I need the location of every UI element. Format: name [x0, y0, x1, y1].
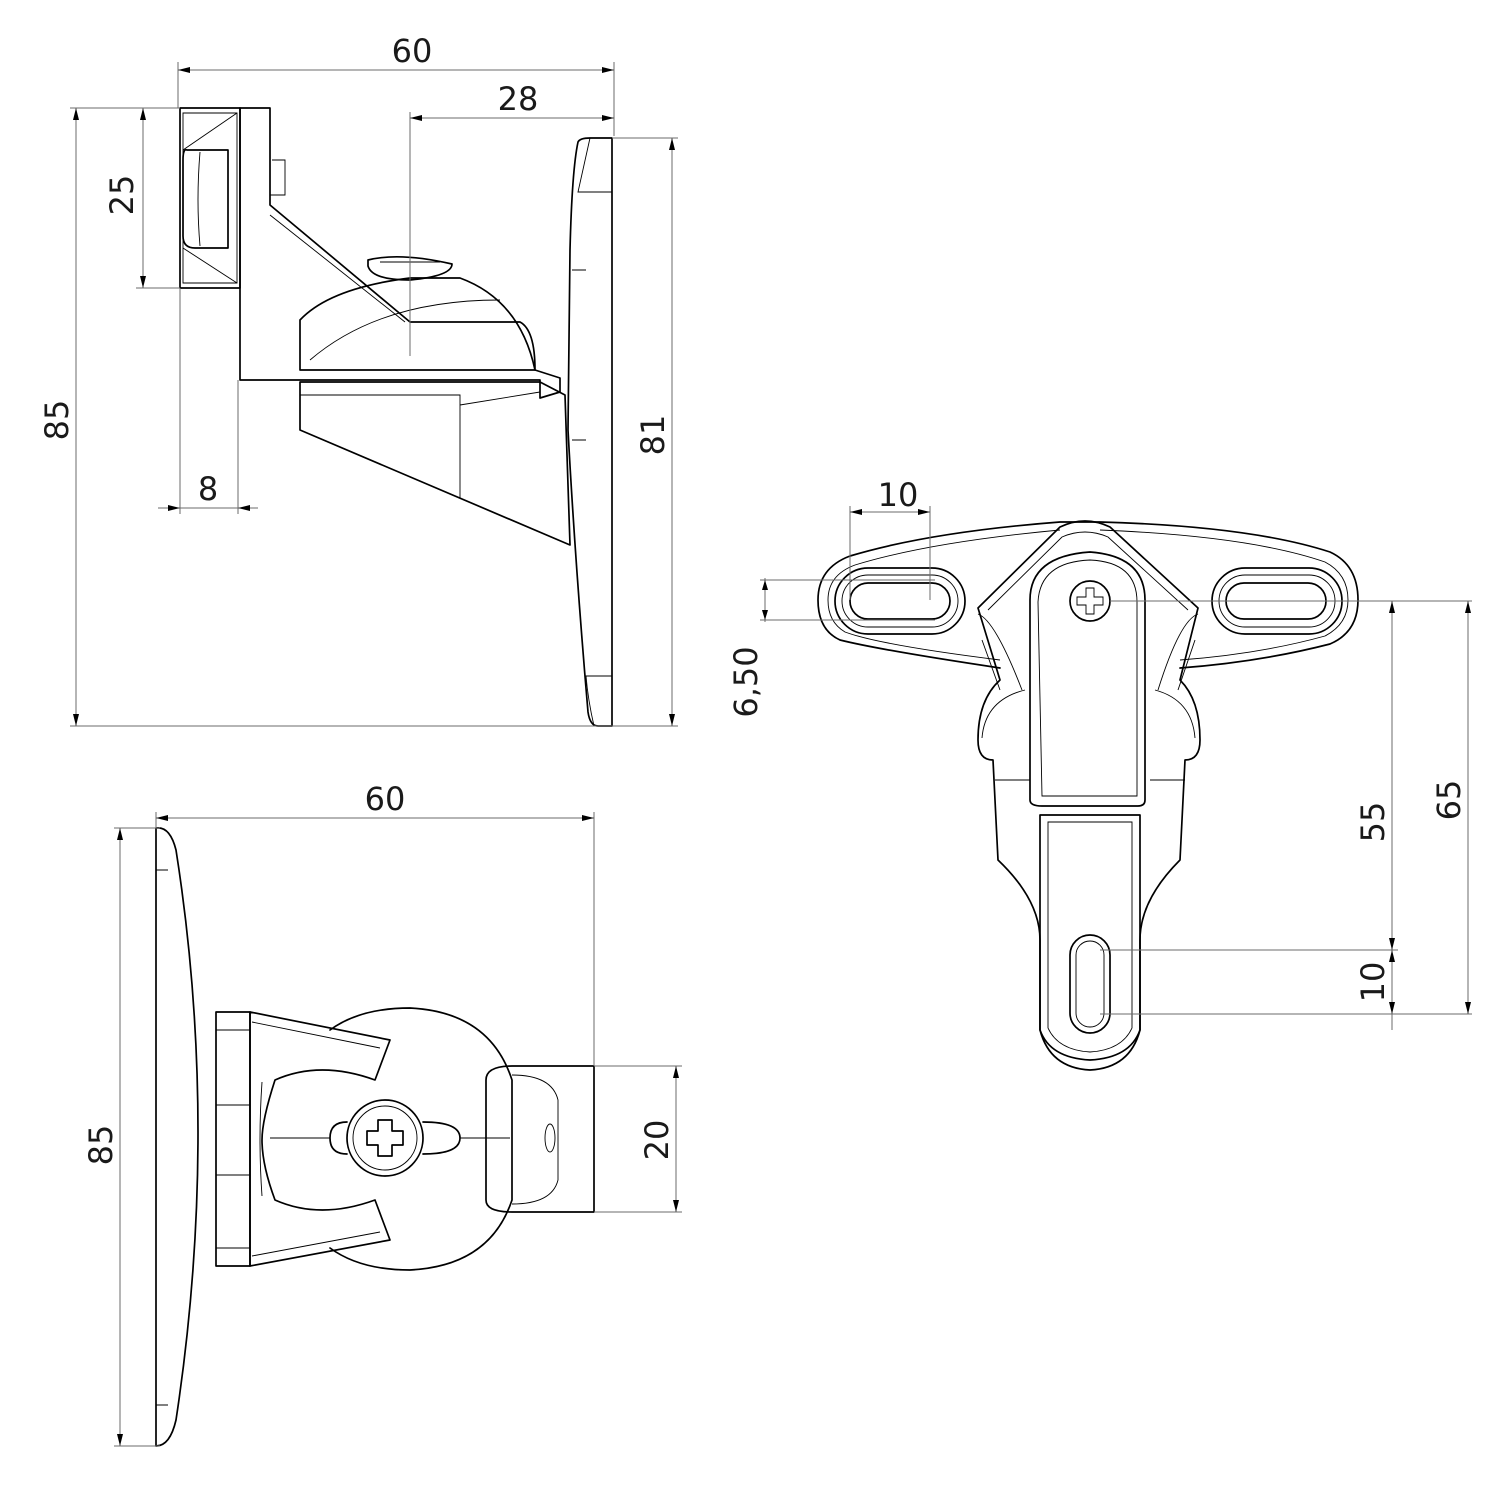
dim-top-arm-width: 20 [594, 1065, 682, 1213]
speaker-plate [179, 107, 241, 289]
dim-side-total-height-label: 85 [38, 400, 76, 441]
front-wall-plate [817, 521, 1359, 669]
top-arm-end [485, 1065, 595, 1213]
dim-front-bottom-slot: 10 [1354, 950, 1395, 1030]
dim-side-plate-height: 25 [103, 107, 180, 289]
dim-top-height: 85 [82, 827, 160, 1447]
dim-front-total-length-label: 65 [1430, 780, 1468, 821]
dim-side-base-height-label: 81 [634, 415, 672, 456]
dim-side-base-height: 81 [612, 137, 678, 727]
dim-front-slot-length: 10 [849, 476, 931, 600]
bracket-arm [239, 107, 561, 399]
dim-side-offset: 28 [409, 80, 614, 356]
side-view: 60 28 25 85 [38, 32, 678, 727]
dim-side-offset-label: 28 [498, 80, 539, 118]
dim-front-slot-width: 6,50 [727, 578, 935, 718]
top-view: 60 85 20 [82, 780, 682, 1447]
dim-side-total-height: 85 [38, 107, 612, 727]
dim-top-height-label: 85 [82, 1125, 120, 1166]
dim-top-width-label: 60 [365, 780, 406, 818]
wall-plate [567, 137, 613, 727]
dim-top-arm-width-label: 20 [638, 1120, 676, 1161]
dim-side-thickness: 8 [158, 288, 258, 514]
top-speaker-plate [215, 1011, 251, 1267]
top-wall-plate [155, 827, 199, 1447]
dim-top-width: 60 [155, 780, 595, 1066]
dim-front-total-length: 65 [1100, 601, 1472, 1015]
swivel-base [299, 381, 571, 546]
front-view: 10 6,50 55 65 [727, 476, 1472, 1071]
dim-side-width: 60 [177, 32, 615, 136]
dim-side-plate-height-label: 25 [103, 175, 141, 216]
dim-side-thickness-label: 8 [198, 470, 218, 508]
top-swivel-disc [270, 1007, 513, 1271]
dim-front-slot-length-label: 10 [878, 476, 919, 514]
front-arm [977, 520, 1201, 1071]
dim-front-slot-distance-label: 55 [1354, 802, 1392, 843]
dim-front-slot-distance: 55 [1100, 600, 1472, 951]
dim-front-slot-width-label: 6,50 [727, 646, 765, 717]
front-left-slot [834, 567, 966, 635]
top-arms [249, 1011, 391, 1267]
dim-front-bottom-slot-label: 10 [1354, 962, 1392, 1003]
dim-side-width-label: 60 [392, 32, 433, 70]
